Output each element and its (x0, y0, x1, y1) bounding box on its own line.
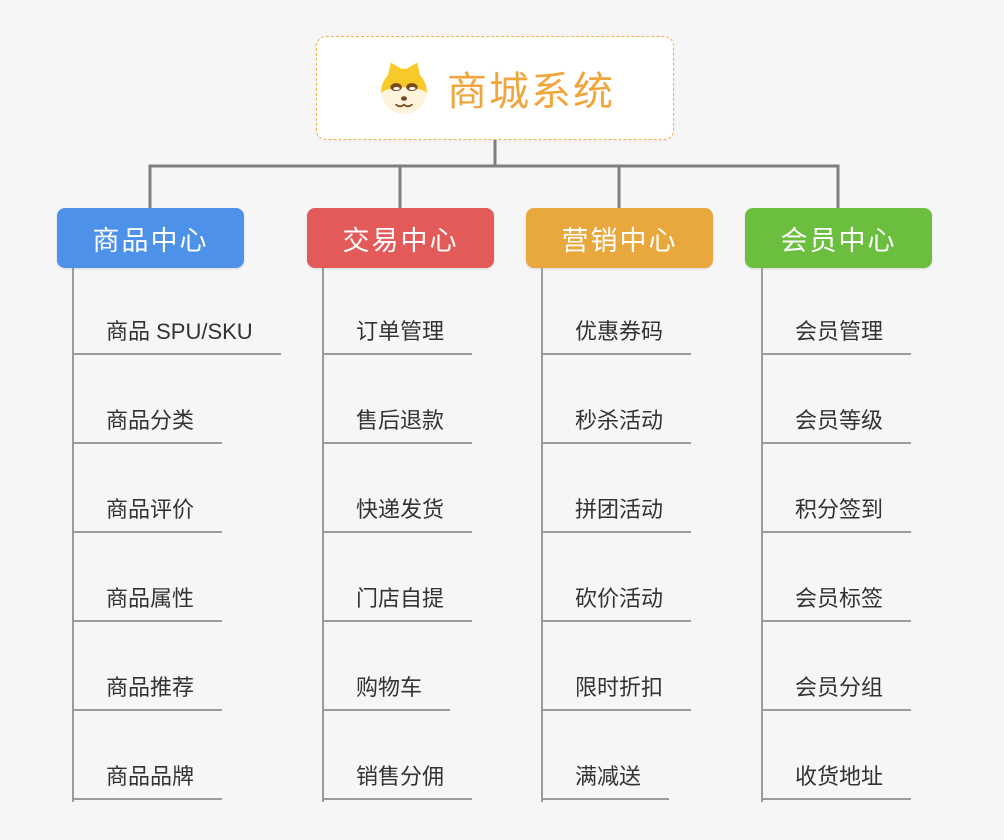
child-node[interactable]: 会员分组 (761, 674, 912, 711)
root-node-label: 商城系统 (447, 70, 615, 114)
root-node[interactable]: 商城系统 (316, 36, 674, 140)
child-node[interactable]: 收货地址 (761, 763, 912, 800)
child-node[interactable]: 订单管理 (322, 318, 473, 355)
child-node[interactable]: 商品品牌 (72, 763, 223, 800)
branch-node-label: 营销中心 (561, 225, 678, 256)
child-node[interactable]: 满减送 (541, 763, 670, 800)
branch-child-line (72, 268, 74, 802)
child-node[interactable]: 销售分佣 (322, 763, 473, 800)
branch-child-line (541, 268, 543, 802)
child-node[interactable]: 会员管理 (761, 318, 912, 355)
branch-node-label: 会员中心 (780, 225, 897, 256)
child-node[interactable]: 购物车 (322, 674, 451, 711)
shiba-dog-icon (381, 62, 427, 115)
child-node[interactable]: 商品属性 (72, 585, 223, 622)
child-node[interactable]: 门店自提 (322, 585, 473, 622)
child-node[interactable]: 会员等级 (761, 407, 912, 444)
child-node[interactable]: 秒杀活动 (541, 407, 692, 444)
child-node[interactable]: 积分签到 (761, 496, 912, 533)
child-node[interactable]: 商品评价 (72, 496, 223, 533)
branch-node-label: 交易中心 (342, 225, 459, 256)
child-node[interactable]: 会员标签 (761, 585, 912, 622)
child-node[interactable]: 拼团活动 (541, 496, 692, 533)
child-node[interactable]: 商品推荐 (72, 674, 223, 711)
child-node[interactable]: 售后退款 (322, 407, 473, 444)
branch-node-product-center[interactable]: 商品中心 (57, 208, 244, 268)
branch-node-trade-center[interactable]: 交易中心 (307, 208, 494, 268)
branch-node-marketing-center[interactable]: 营销中心 (526, 208, 713, 268)
branch-node-member-center[interactable]: 会员中心 (745, 208, 932, 268)
child-node[interactable]: 商品 SPU/SKU (72, 318, 281, 355)
child-node[interactable]: 限时折扣 (541, 674, 692, 711)
branch-child-line (761, 268, 763, 802)
child-node[interactable]: 优惠券码 (541, 318, 692, 355)
branch-child-line (322, 268, 324, 802)
child-node[interactable]: 快递发货 (322, 496, 473, 533)
branch-node-label: 商品中心 (92, 225, 209, 256)
child-node[interactable]: 商品分类 (72, 407, 223, 444)
child-node[interactable]: 砍价活动 (541, 585, 692, 622)
